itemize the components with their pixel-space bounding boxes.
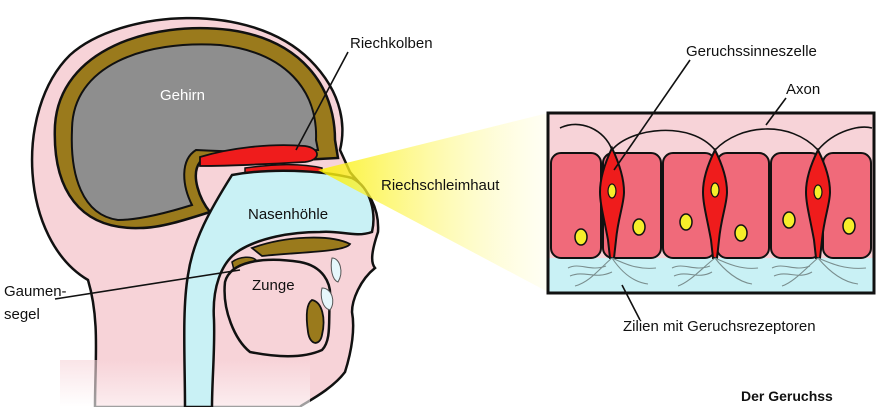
label-geruchssinneszelle: Geruchssinneszelle: [686, 43, 817, 60]
label-gaumensegel-line2: segel: [4, 306, 40, 323]
mucosa-detail: [548, 113, 874, 293]
label-zilien: Zilien mit Geruchsrezeptoren: [623, 318, 816, 335]
caption: Der Geruchss: [741, 388, 833, 404]
label-nasenhoehle: Nasenhöhle: [248, 206, 328, 223]
jaw-bone: [307, 300, 324, 343]
label-zunge: Zunge: [252, 277, 295, 294]
label-riechkolben: Riechkolben: [350, 35, 433, 52]
label-riechschleimhaut: Riechschleimhaut: [381, 177, 500, 194]
label-gaumensegel-line1: Gaumen-: [4, 283, 67, 300]
label-gehirn: Gehirn: [160, 87, 205, 104]
label-axon: Axon: [786, 81, 820, 98]
